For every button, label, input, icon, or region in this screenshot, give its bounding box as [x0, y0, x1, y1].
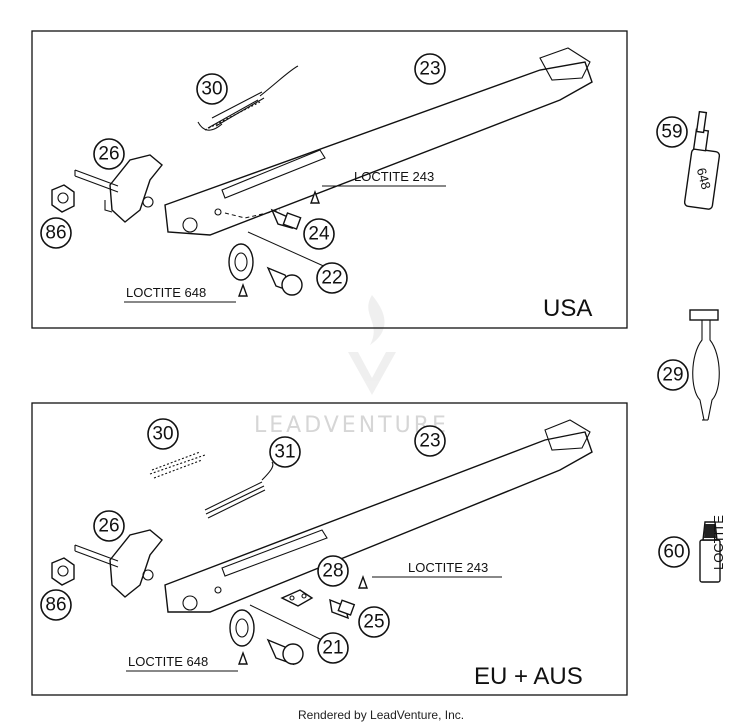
bolt-24[interactable] [270, 189, 320, 230]
bushing-bolt-21[interactable] [229, 609, 304, 666]
callout-28[interactable]: 28 [317, 555, 349, 587]
usa-panel: LOCTITE 243 LOCTITE 648 30 23 26 86 24 2… [31, 30, 628, 329]
pivot-bolt-26-eu[interactable] [74, 529, 163, 598]
spring-30-eu[interactable] [149, 451, 206, 479]
callout-22[interactable]: 22 [316, 262, 348, 294]
callout-26-eu[interactable]: 26 [93, 510, 125, 542]
plate-28[interactable] [280, 589, 314, 607]
side-stand-arm-23-eu[interactable] [164, 419, 593, 613]
svg-text:23: 23 [419, 59, 440, 80]
eu-panel-frame [31, 402, 628, 696]
svg-text:22: 22 [321, 268, 342, 289]
watermark-logo [348, 295, 396, 395]
svg-text:648: 648 [694, 166, 714, 191]
spring-30[interactable] [197, 65, 299, 131]
svg-text:59: 59 [661, 122, 682, 143]
usa-loctite-243-label: LOCTITE 243 [354, 169, 434, 184]
callout-26[interactable]: 26 [93, 138, 125, 170]
svg-text:86: 86 [45, 595, 66, 616]
svg-text:30: 30 [201, 79, 222, 100]
svg-text:24: 24 [308, 224, 330, 245]
eu-loctite-243-label: LOCTITE 243 [408, 560, 488, 575]
svg-text:60: 60 [663, 542, 684, 563]
svg-text:86: 86 [45, 223, 66, 244]
usa-region-label: USA [543, 295, 592, 322]
callout-30-eu[interactable]: 30 [147, 418, 179, 450]
callout-86-eu[interactable]: 86 [40, 589, 72, 621]
pivot-bolt-26[interactable] [74, 154, 163, 223]
svg-text:LOCTITE: LOCTITE [711, 515, 726, 570]
loctite-tube-60[interactable]: LOCTITE [699, 515, 726, 583]
watermark-text: LEADVENTURE [254, 413, 449, 438]
bushing-bolt-22[interactable] [228, 243, 303, 297]
svg-text:23: 23 [419, 431, 440, 452]
callout-29[interactable]: 29 [657, 359, 689, 391]
callout-25[interactable]: 25 [358, 606, 390, 638]
footer-credit: Rendered by LeadVenture, Inc. [298, 708, 464, 722]
eu-aus-panel: LOCTITE 243 LOCTITE 648 30 31 23 26 86 2… [31, 402, 628, 696]
callout-60[interactable]: 60 [658, 536, 690, 568]
svg-text:25: 25 [363, 612, 384, 633]
eu-loctite-648-label: LOCTITE 648 [128, 654, 208, 669]
usa-panel-frame [31, 30, 628, 329]
svg-text:30: 30 [152, 424, 173, 445]
usa-loctite-648-label: LOCTITE 648 [126, 285, 206, 300]
svg-text:26: 26 [98, 144, 119, 165]
callout-23[interactable]: 23 [414, 53, 446, 85]
loctite-bottle-59[interactable]: 648 [683, 110, 721, 210]
svg-text:21: 21 [322, 638, 343, 659]
callout-86[interactable]: 86 [40, 217, 72, 249]
callout-21[interactable]: 21 [317, 632, 349, 664]
side-stand-arm-23[interactable] [164, 47, 593, 236]
svg-text:31: 31 [274, 442, 295, 463]
spring-31[interactable] [204, 461, 274, 519]
nut-86-eu[interactable] [51, 557, 75, 586]
callout-30[interactable]: 30 [196, 73, 228, 105]
callout-24[interactable]: 24 [303, 218, 335, 250]
nut-86[interactable] [51, 184, 75, 213]
svg-text:29: 29 [662, 365, 683, 386]
svg-text:28: 28 [322, 561, 343, 582]
callout-31[interactable]: 31 [269, 436, 301, 468]
svg-text:26: 26 [98, 516, 119, 537]
callout-59[interactable]: 59 [656, 116, 688, 148]
tool-29[interactable] [689, 309, 720, 421]
bolt-25[interactable] [329, 574, 368, 620]
callout-23-eu[interactable]: 23 [414, 425, 446, 457]
eu-region-label: EU + AUS [474, 663, 583, 690]
